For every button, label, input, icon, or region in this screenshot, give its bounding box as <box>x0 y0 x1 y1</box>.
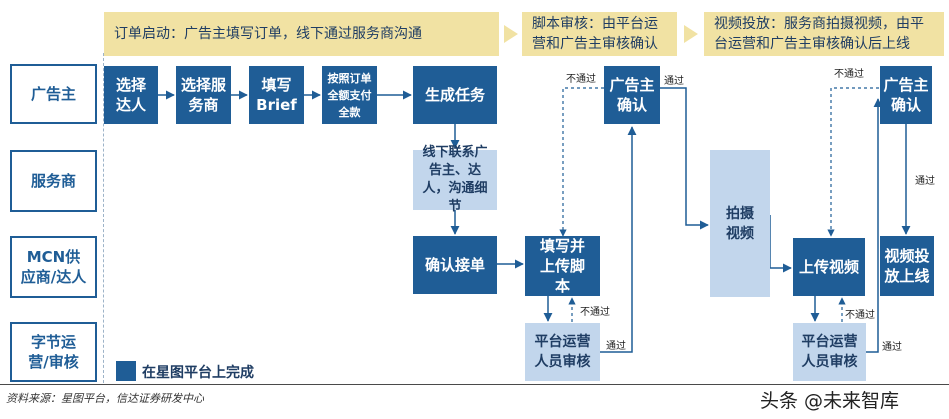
step-label: 上传视频 <box>798 258 859 276</box>
step-pay-full: 按照订单全额支付全款 <box>322 66 377 124</box>
role-advertiser: 广告主 <box>10 64 97 124</box>
step-label: 平台运营人员审核 <box>801 334 858 370</box>
legend-label: 在星图平台上完成 <box>142 365 254 381</box>
phase-text: 脚本审核：由平台运营和广告主审核确认 <box>532 16 658 52</box>
role-label: 广告主 <box>30 85 76 103</box>
watermark: 头条 @未来智库 <box>760 390 900 412</box>
step-label: 视频投放上线 <box>884 247 930 285</box>
edge-label-fail: 不通过 <box>845 310 875 321</box>
step-label: 选择达人 <box>115 76 146 114</box>
role-label: 服务商 <box>30 172 76 190</box>
step-platform-review-2: 平台运营人员审核 <box>793 323 866 381</box>
step-label: 平台运营人员审核 <box>534 334 591 370</box>
role-service-provider: 服务商 <box>10 150 97 212</box>
phase-text: 视频投放：服务商拍摄视频，由平台运营和广告主审核确认后上线 <box>714 16 924 52</box>
lane-divider <box>103 53 104 383</box>
phase-arrow-1 <box>504 25 518 43</box>
step-fill-brief: 填写Brief <box>249 66 304 124</box>
edge-label-pass: 通过 <box>606 341 626 352</box>
step-upload-video: 上传视频 <box>793 238 865 296</box>
step-label: 广告主确认 <box>883 76 929 114</box>
edge-label-pass: 通过 <box>664 76 684 87</box>
step-label: 生成任务 <box>424 86 485 104</box>
phase-banner-script-review: 脚本审核：由平台运营和广告主审核确认 <box>522 12 677 56</box>
step-platform-review-1: 平台运营人员审核 <box>525 323 600 381</box>
role-label: MCN供应商/达人 <box>20 248 87 286</box>
role-bytedance-ops: 字节运营/审核 <box>10 322 97 382</box>
role-mcn-talent: MCN供应商/达人 <box>10 236 97 298</box>
phase-banner-video-launch: 视频投放：服务商拍摄视频，由平台运营和广告主审核确认后上线 <box>704 12 944 56</box>
step-generate-task: 生成任务 <box>413 66 497 124</box>
step-confirm-order: 确认接单 <box>413 236 497 294</box>
step-label: 广告主确认 <box>609 76 655 114</box>
edge-label-fail: 不通过 <box>834 69 864 80</box>
step-write-script: 填写并上传脚本 <box>525 236 600 296</box>
step-label: 选择服务商 <box>180 76 226 114</box>
legend-swatch <box>116 361 136 381</box>
role-label: 字节运营/审核 <box>28 333 79 371</box>
edge-label-fail: 不通过 <box>580 307 610 318</box>
step-offline-contact: 线下联系广告主、达人，沟通细节 <box>413 145 497 214</box>
step-advertiser-confirm-1: 广告主确认 <box>604 66 660 124</box>
step-select-talent: 选择达人 <box>104 66 158 124</box>
step-label: 拍摄视频 <box>726 205 754 242</box>
edge-label-pass: 通过 <box>882 342 902 353</box>
step-label: 线下联系广告主、达人，沟通细节 <box>422 145 488 214</box>
phase-arrow-2 <box>684 25 698 43</box>
edge-label-pass: 通过 <box>915 176 935 187</box>
phase-banner-order-start: 订单启动：广告主填写订单，线下通过服务商沟通 <box>104 12 499 56</box>
step-select-provider: 选择服务商 <box>176 66 231 124</box>
step-advertiser-confirm-2: 广告主确认 <box>880 66 932 124</box>
source-note: 资料来源：星图平台，信达证券研发中心 <box>6 392 204 405</box>
step-video-launch: 视频投放上线 <box>880 236 934 296</box>
footer-divider <box>0 384 949 385</box>
step-label: 按照订单全额支付全款 <box>327 71 372 119</box>
step-shoot-video: 拍摄视频 <box>710 150 770 297</box>
step-label: 确认接单 <box>424 256 485 274</box>
phase-text: 订单启动：广告主填写订单，线下通过服务商沟通 <box>114 26 422 42</box>
step-label: 填写并上传脚本 <box>539 237 585 295</box>
step-label: 填写Brief <box>256 76 297 114</box>
edge-label-fail: 不通过 <box>566 74 596 85</box>
